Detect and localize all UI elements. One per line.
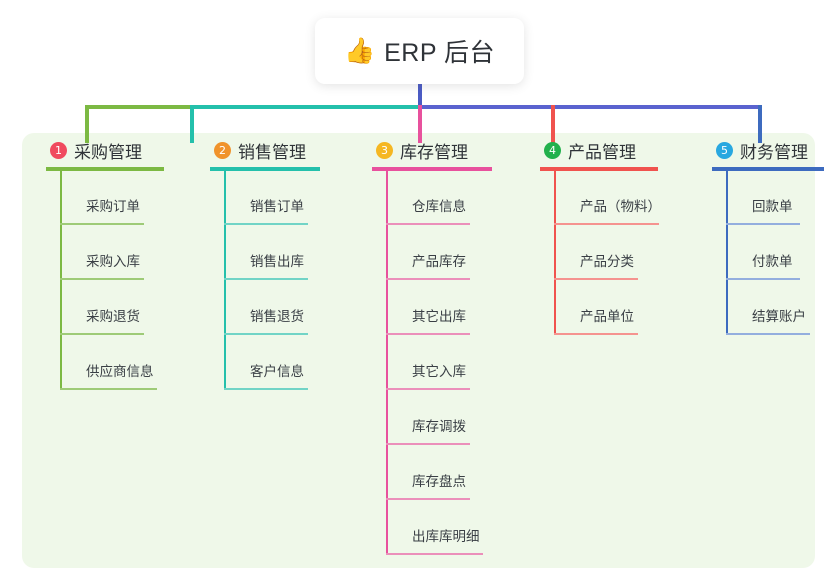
column-title: 财务管理 <box>740 142 808 162</box>
column-1: 1 采购管理采购订单采购入库采购退货供应商信息 <box>36 133 186 390</box>
list-item-label: 供应商信息 <box>86 364 154 379</box>
connector-horizontal-teal <box>190 105 420 109</box>
connector-drop-3 <box>418 105 422 143</box>
list-item-label: 其它入库 <box>412 364 466 379</box>
list-item-label: 采购退货 <box>86 309 140 324</box>
list-item-rule <box>386 223 470 225</box>
column-header-rule <box>712 167 824 171</box>
connector-drop-4 <box>551 105 555 143</box>
list-item-rule <box>386 443 470 445</box>
list-item-rule <box>386 333 470 335</box>
list-item-label: 采购入库 <box>86 254 140 269</box>
list-item-rule <box>60 278 144 280</box>
list-item-label: 结算账户 <box>752 309 806 324</box>
column-header-4[interactable]: 4 产品管理 <box>530 133 690 167</box>
column-badge-icon: 3 <box>376 141 393 159</box>
column-header-rule <box>372 167 492 171</box>
root-node-label: ERP 后台 <box>384 39 496 67</box>
column-stem <box>554 171 556 335</box>
list-item-rule <box>386 278 470 280</box>
list-item-rule <box>60 388 157 390</box>
list-item-label: 出库库明细 <box>412 529 480 544</box>
list-item-rule <box>726 223 800 225</box>
list-item-rule <box>386 553 483 555</box>
list-item-rule <box>224 333 308 335</box>
column-header-3[interactable]: 3 库存管理 <box>362 133 522 167</box>
list-item-rule <box>224 388 308 390</box>
column-header-rule <box>210 167 320 171</box>
column-stem <box>60 171 62 390</box>
root-node[interactable]: 👍 ERP 后台 <box>315 18 524 84</box>
column-stem <box>726 171 728 335</box>
column-title: 销售管理 <box>238 142 306 162</box>
column-badge-icon: 5 <box>716 141 733 159</box>
connector-horizontal-blue <box>418 105 762 109</box>
connector-horizontal-green <box>85 105 192 109</box>
list-item-rule <box>726 278 800 280</box>
list-item-rule <box>60 333 144 335</box>
column-5: 5 财务管理回款单付款单结算账户 <box>702 133 839 335</box>
column-header-rule <box>540 167 658 171</box>
column-header-2[interactable]: 2 销售管理 <box>200 133 350 167</box>
list-item-label: 产品分类 <box>580 254 634 269</box>
list-item-label: 其它出库 <box>412 309 466 324</box>
list-item-label: 采购订单 <box>86 199 140 214</box>
list-item-label: 付款单 <box>752 254 793 269</box>
list-item-label: 库存盘点 <box>412 474 466 489</box>
list-item-rule <box>554 278 638 280</box>
connector-drop-5 <box>758 105 762 143</box>
list-item-rule <box>726 333 810 335</box>
column-badge-icon: 2 <box>214 141 231 159</box>
column-title: 库存管理 <box>400 142 468 162</box>
list-item-rule <box>224 223 308 225</box>
connector-drop-2 <box>190 105 194 143</box>
column-container: 1 采购管理采购订单采购入库采购退货供应商信息 2 销售管理销售订单销售出库销售退货客… <box>22 133 824 568</box>
list-item-rule <box>386 388 470 390</box>
column-2: 2 销售管理销售订单销售出库销售退货客户信息 <box>200 133 350 390</box>
list-item-label: 回款单 <box>752 199 793 214</box>
column-4: 4 产品管理产品（物料） 产品分类产品单位 <box>530 133 690 335</box>
connector-trunk-vertical <box>418 84 422 109</box>
list-item-rule <box>386 498 470 500</box>
list-item-label: 销售订单 <box>250 199 304 214</box>
column-3: 3 库存管理仓库信息产品库存其它出库其它入库库存调拨库存盘点出库库明细 <box>362 133 522 555</box>
column-header-1[interactable]: 1 采购管理 <box>36 133 186 167</box>
column-title: 采购管理 <box>74 142 142 162</box>
list-item-label: 库存调拨 <box>412 419 466 434</box>
list-item-label: 客户信息 <box>250 364 304 379</box>
list-item-rule <box>224 278 308 280</box>
list-item-label: 销售出库 <box>250 254 304 269</box>
list-item-rule <box>554 223 659 225</box>
column-stem <box>386 171 388 555</box>
list-item-label: 产品（物料） <box>580 199 661 214</box>
list-item-label: 仓库信息 <box>412 199 466 214</box>
list-item-rule <box>554 333 638 335</box>
column-title: 产品管理 <box>568 142 636 162</box>
column-stem <box>224 171 226 390</box>
list-item-label: 销售退货 <box>250 309 304 324</box>
column-badge-icon: 1 <box>50 141 67 159</box>
thumbs-up-icon: 👍 <box>343 36 376 65</box>
list-item-label: 产品单位 <box>580 309 634 324</box>
connector-drop-1 <box>85 105 89 143</box>
column-header-rule <box>46 167 164 171</box>
list-item-label: 产品库存 <box>412 254 466 269</box>
column-header-5[interactable]: 5 财务管理 <box>702 133 839 167</box>
diagram-panel <box>22 133 815 568</box>
column-badge-icon: 4 <box>544 141 561 159</box>
list-item-rule <box>60 223 144 225</box>
